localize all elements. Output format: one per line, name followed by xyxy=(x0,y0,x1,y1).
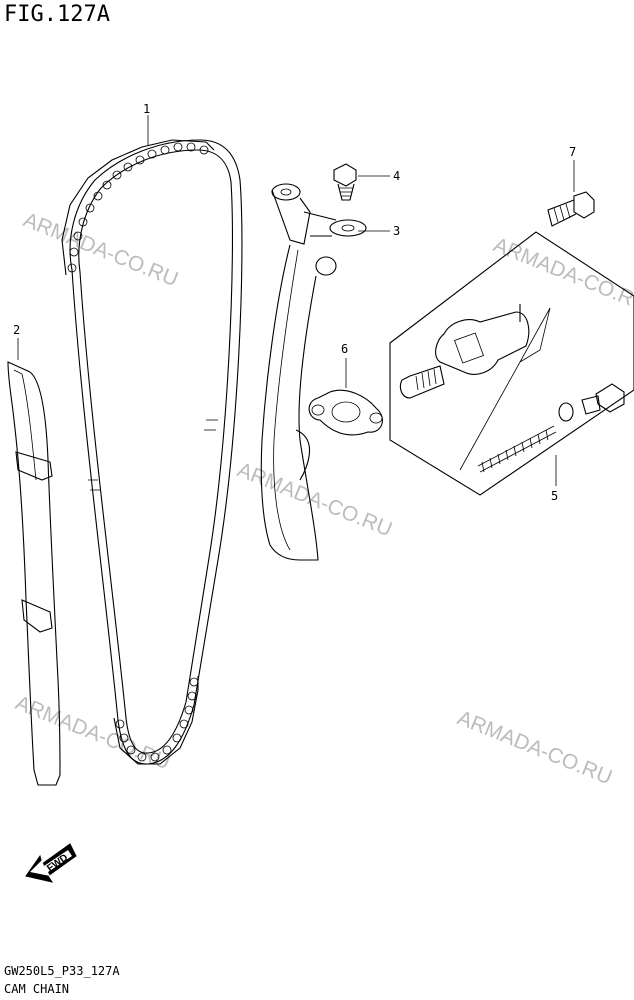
gasket: 6 xyxy=(308,342,383,436)
callout-3: 3 xyxy=(393,224,400,238)
callout-7: 7 xyxy=(569,145,576,159)
bolt-4: 4 xyxy=(333,163,400,201)
cam-chain: 1 xyxy=(61,102,243,765)
chain-links-bottom xyxy=(113,676,199,765)
watermark: ARMADA-CO.RU xyxy=(454,706,615,789)
figure-code: GW250L5_P33_127A xyxy=(4,964,120,978)
fwd-arrow-icon: FWD xyxy=(25,843,77,883)
figure-name: CAM CHAIN xyxy=(4,982,70,996)
callout-2: 2 xyxy=(13,323,20,337)
chain-links-top xyxy=(61,139,215,276)
chain-guide: 2 xyxy=(7,323,61,786)
callout-6: 6 xyxy=(341,342,348,356)
figure-title: FIG.127A xyxy=(4,2,110,27)
watermark: ARMADA-CO.RU xyxy=(12,691,173,774)
tensioner-assembly: 5 xyxy=(389,231,634,503)
callout-1: 1 xyxy=(143,102,150,116)
watermark: ARMADA-CO.RU xyxy=(20,208,181,291)
callout-4: 4 xyxy=(393,169,400,183)
watermark: ARMADA-CO.RU xyxy=(490,233,634,316)
tensioner-guide: 3 xyxy=(260,183,400,561)
callout-5: 5 xyxy=(551,489,558,503)
bolt-7: 7 xyxy=(547,145,595,227)
